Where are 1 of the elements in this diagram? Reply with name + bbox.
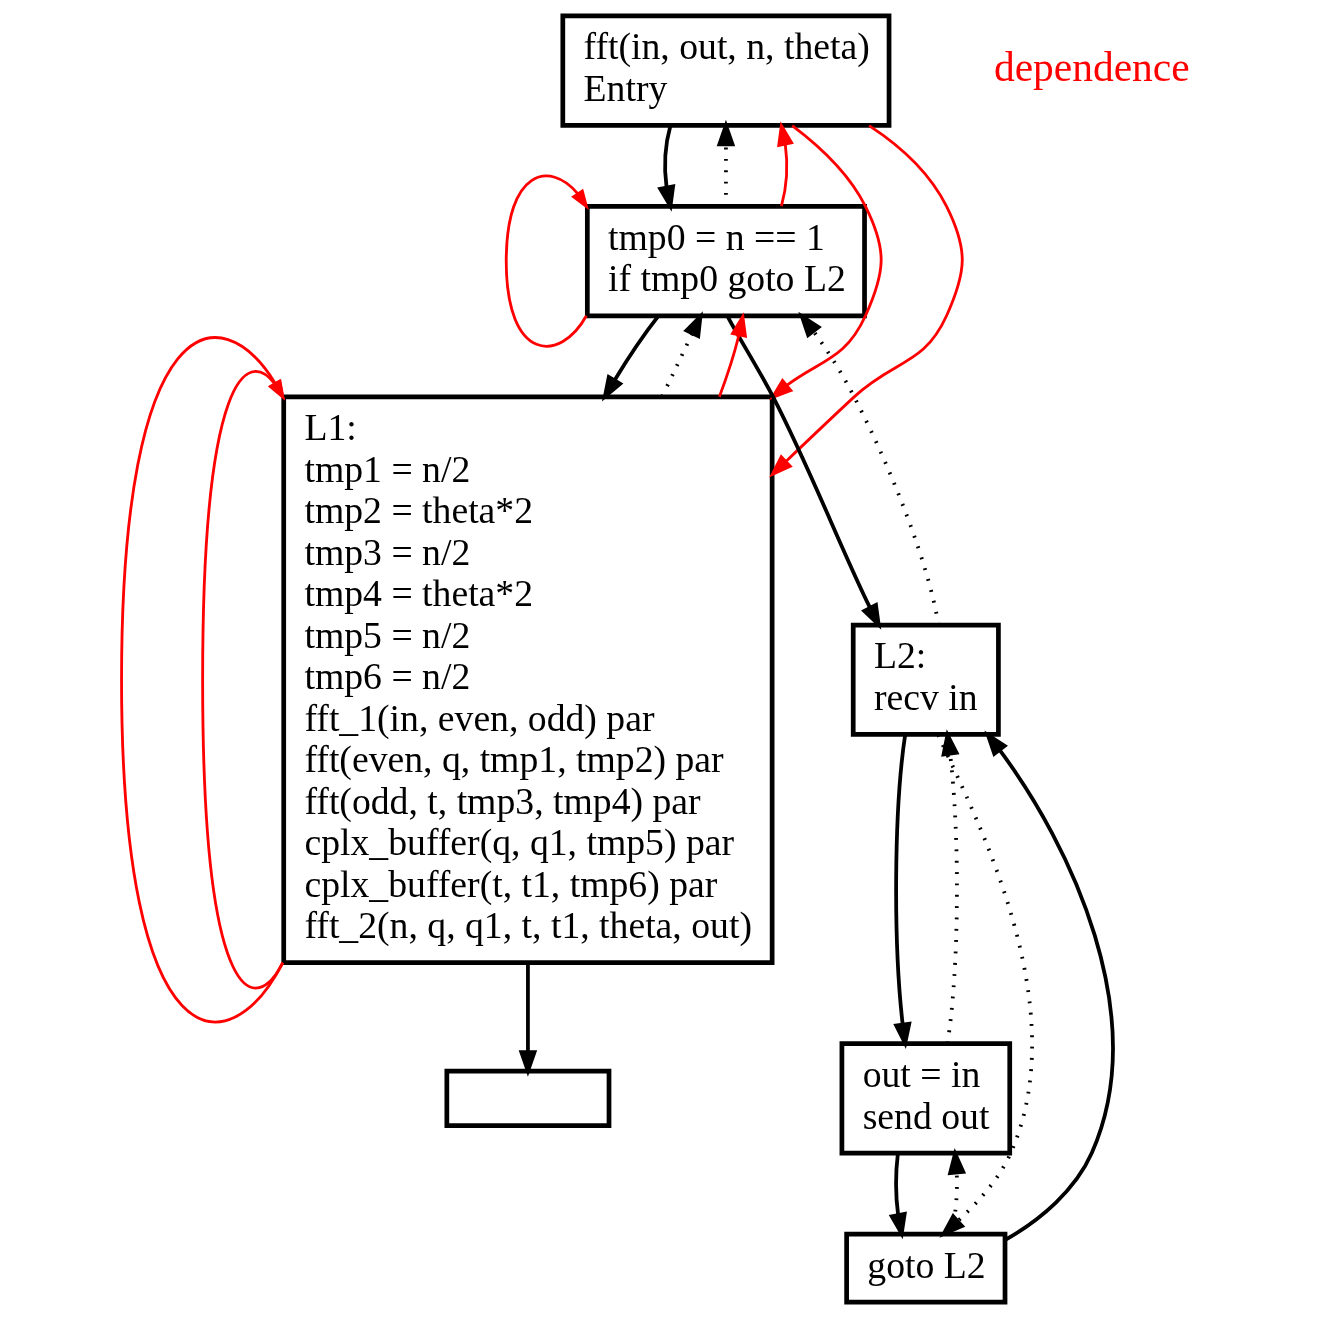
label: dependence — [993, 44, 1190, 91]
